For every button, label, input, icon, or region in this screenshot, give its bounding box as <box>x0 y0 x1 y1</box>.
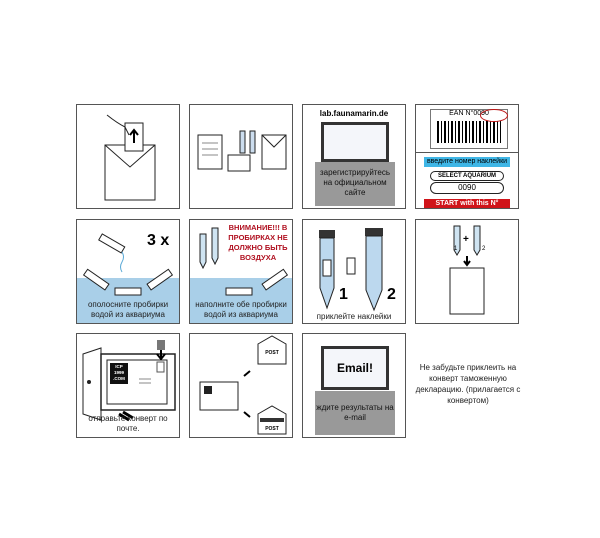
svg-text:+: + <box>463 234 469 245</box>
icp-logo: ICP 1999 .COM <box>110 363 128 384</box>
tubes-fill-icon <box>199 227 289 296</box>
times-label: 3 x <box>147 232 170 249</box>
water <box>190 278 292 323</box>
step-register: lab.faunamarin.de зарегистрируйтесь на о… <box>302 104 406 209</box>
water <box>77 278 179 323</box>
number-input[interactable]: 0090 <box>430 182 504 194</box>
select-aquarium-button[interactable]: SELECT AQUARIUM <box>430 171 504 181</box>
tubes-rinse-icon <box>82 233 174 296</box>
tubes-sticker-icon <box>319 228 383 312</box>
enter-number-label: введите номер наклейки <box>424 157 510 167</box>
tubes-envelope-icon: + <box>449 225 485 315</box>
tube-2-label: 2 <box>387 286 396 303</box>
post-label-1: POST <box>265 350 279 356</box>
warning-text: ВНИМАНИЕ!!! В ПРОБИРКАХ НЕ ДОЛЖНО БЫТЬ В… <box>228 223 288 262</box>
step-enter-number: EAN N°0090 введите номер наклейки SELECT… <box>415 104 519 209</box>
customs-note: Не забудьте приклеить на конверт таможен… <box>415 363 521 405</box>
step-fill: ВНИМАНИЕ!!! В ПРОБИРКАХ НЕ ДОЛЖНО БЫТЬ В… <box>189 219 293 324</box>
email-caption: ждите результаты на e-mail <box>316 403 394 422</box>
laptop-base: ждите результаты на e-mail <box>315 391 395 435</box>
laptop-screen: Email! <box>321 346 389 390</box>
step-mail: ICP 1999 .COM отправьте конверт по почте… <box>76 333 180 438</box>
start-button[interactable]: START with this N° <box>424 199 510 208</box>
register-caption: зарегистрируйтесь на официальном сайте <box>319 168 390 197</box>
laptop-base: зарегистрируйтесь на официальном сайте <box>315 162 395 206</box>
highlight-circle <box>480 109 508 122</box>
step-open-package <box>76 104 180 209</box>
kit-contents-icon <box>197 130 287 172</box>
rinse-caption: ополосните пробирки водой из аквариума <box>87 300 169 319</box>
laptop-screen <box>321 122 389 162</box>
email-label: Email! <box>324 349 386 387</box>
step-email-results: Email! ждите результаты на e-mail <box>302 333 406 438</box>
stickers-caption: приклейте наклейки <box>316 312 392 321</box>
tube-1-label: 1 <box>339 286 348 303</box>
website-url[interactable]: lab.faunamarin.de <box>319 109 389 118</box>
fill-caption: наполните обе пробирки водой из аквариум… <box>195 300 287 319</box>
ean-label: EAN N°0090 <box>430 109 508 149</box>
post-envelopes-icon <box>199 335 287 435</box>
mailbox-icon <box>82 340 176 422</box>
step-post: POST POST <box>189 333 293 438</box>
barcode-icon <box>437 121 501 143</box>
divider <box>416 152 518 153</box>
mail-caption: отправьте конверт по почте. <box>88 414 168 433</box>
tube-1-label: 1 <box>454 246 458 252</box>
envelope-hand-icon <box>104 114 156 201</box>
step-kit-contents <box>189 104 293 209</box>
step-insert-tubes: + 1 2 <box>415 219 519 324</box>
tube-2-label: 2 <box>482 246 486 252</box>
step-rinse: 3 x ополосните пробирки водой из аквариу… <box>76 219 180 324</box>
post-label-2: POST <box>265 426 279 432</box>
step-stickers: 1 2 приклейте наклейки <box>302 219 406 324</box>
